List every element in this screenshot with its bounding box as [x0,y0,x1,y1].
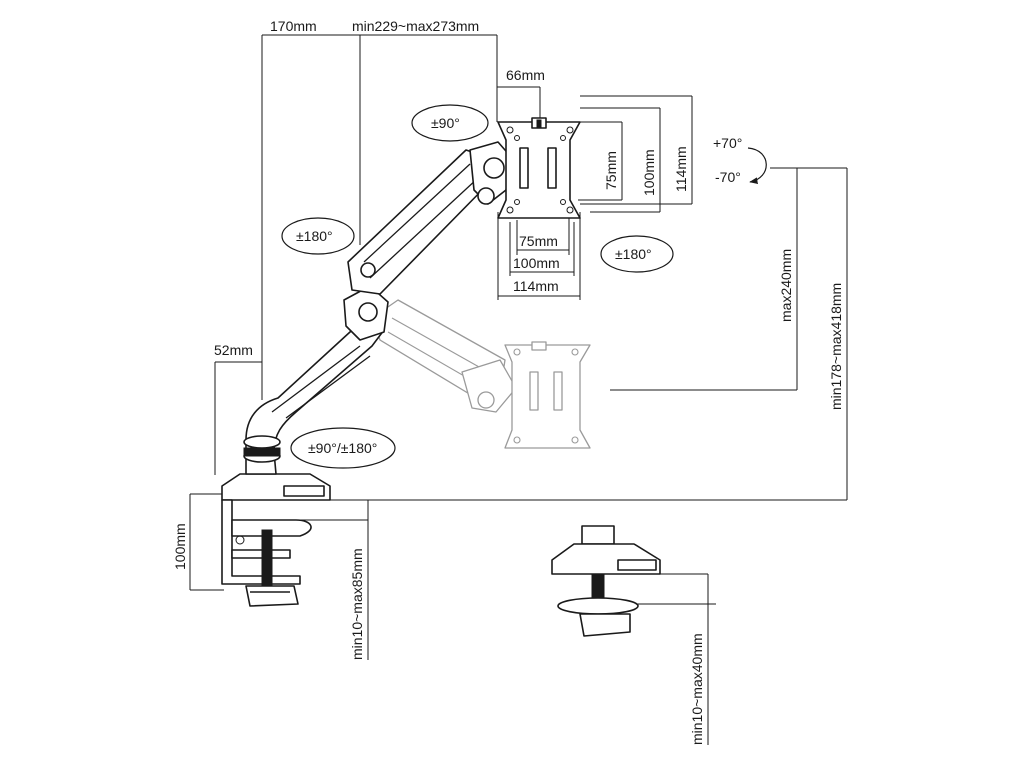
c-clamp [221,499,312,607]
dimension-labels: 170mm min229~max273mm 66mm 52mm 75mm 100… [172,18,844,745]
label-vesa-height-75: 75mm [603,151,619,190]
label-vesa-height-100: 100mm [641,149,657,196]
label-base-offset: 52mm [214,342,253,358]
rotate-plate-icon [600,235,674,273]
label-vesa-width-100: 100mm [513,255,560,271]
label-height-adjust: max240mm [778,249,794,322]
rotate-base-icon [290,427,396,469]
rotation-indicators [281,104,767,469]
clamp-plate-slot [283,485,325,497]
grommet-mount [551,525,661,637]
label-rotate-base: ±90°/±180° [308,440,377,456]
vesa-plate [497,117,581,219]
tilt-icon [747,147,767,184]
label-clamp-depth: 100mm [172,523,188,570]
label-grommet-range: min10~max40mm [689,633,705,745]
label-tilt-up: +70° [713,135,742,151]
label-overall-height: min178~max418mm [828,283,844,410]
label-rotate-top: ±90° [431,115,460,131]
rotate-arm-icon [281,217,355,255]
label-clamp-range: min10~max85mm [349,548,365,660]
label-vesa-width-114: 114mm [513,278,559,294]
label-rotate-plate: ±180° [615,246,652,262]
label-tilt-down: -70° [715,169,741,185]
rotate-top-icon [411,104,489,142]
rotation-labels: ±90° ±180° ±180° ±90°/±180° +70° -70° [296,115,742,456]
label-vesa-height-114: 114mm [673,146,689,192]
lowered-arm-ghost [371,299,591,449]
dimension-lines [189,34,848,745]
label-vesa-width-75: 75mm [519,233,558,249]
label-rotate-arm: ±180° [296,228,333,244]
label-vesa-offset: 66mm [506,67,545,83]
label-top-reach-2: min229~max273mm [352,18,479,34]
label-top-reach-1: 170mm [270,18,317,34]
